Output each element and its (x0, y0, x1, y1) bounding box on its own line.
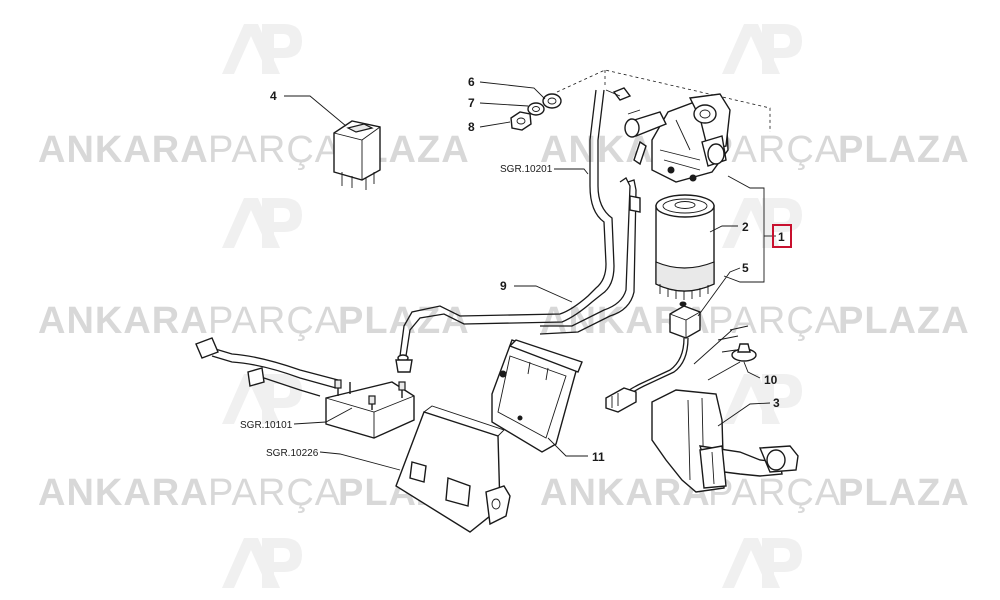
callout-11: 11 (592, 450, 605, 464)
watermark-word-plaza: PLAZA (338, 300, 470, 342)
sensor-part-5 (605, 301, 701, 413)
callout-7: 7 (468, 96, 475, 110)
callout-8: 8 (468, 120, 475, 134)
watermark-text: ANKARA PARÇA PLAZA ANKARA PARÇA PLAZA AN… (38, 129, 970, 514)
watermark-word-parca: PARÇA (708, 300, 841, 342)
watermark-word-ankara: ANKARA (38, 129, 209, 171)
watermark-word-parca: PARÇA (708, 129, 841, 171)
callout-3: 3 (773, 396, 780, 410)
callout-2: 2 (742, 220, 749, 234)
watermark-row-3: ANKARA PARÇA PLAZA ANKARA PARÇA PLAZA (38, 472, 970, 514)
watermark-word-parca: PARÇA (208, 129, 341, 171)
relay-part-4 (333, 120, 381, 190)
ref-sgr-10101: SGR.10101 (240, 420, 293, 431)
watermark-word-plaza: PLAZA (838, 129, 970, 171)
callout-1: 1 (778, 230, 785, 244)
control-unit-block (395, 405, 511, 533)
watermark-word-plaza: PLAZA (838, 472, 970, 514)
washer-part-6 (542, 93, 562, 109)
callout-10: 10 (764, 373, 778, 387)
filter-cartridge-part-2 (655, 194, 715, 300)
watermark-row-2: ANKARA PARÇA PLAZA ANKARA PARÇA PLAZA (38, 300, 970, 342)
ref-sgr-10226: SGR.10226 (266, 448, 319, 459)
glow-relay-block (195, 337, 415, 439)
leader-lines (284, 81, 776, 471)
callout-9: 9 (500, 279, 507, 293)
reference-labels: SGR.10201 SGR.10101 SGR.10226 (240, 164, 553, 459)
watermark-word-plaza: PLAZA (838, 300, 970, 342)
watermark-word-parca: PARÇA (708, 472, 841, 514)
watermark-word-ankara: ANKARA (38, 472, 209, 514)
nut-part-8 (510, 111, 532, 131)
filter-head-assembly (556, 69, 771, 183)
washer-part-7 (527, 102, 545, 116)
watermark-word-parca: PARÇA (208, 472, 341, 514)
fuel-pipes (395, 87, 641, 373)
callout-4: 4 (270, 89, 277, 103)
highlight-box (772, 224, 792, 248)
watermark-word-parca: PARÇA (208, 300, 341, 342)
ref-sgr-10201: SGR.10201 (500, 164, 553, 175)
callout-6: 6 (468, 75, 475, 89)
watermark-word-ankara: ANKARA (38, 300, 209, 342)
ecu-part-11 (491, 339, 583, 453)
cap-part-10 (693, 325, 757, 381)
callout-5: 5 (742, 261, 749, 275)
bracket-part-3 (651, 389, 799, 493)
callout-labels: 4 6 7 8 9 2 5 10 3 11 1 (270, 75, 792, 464)
